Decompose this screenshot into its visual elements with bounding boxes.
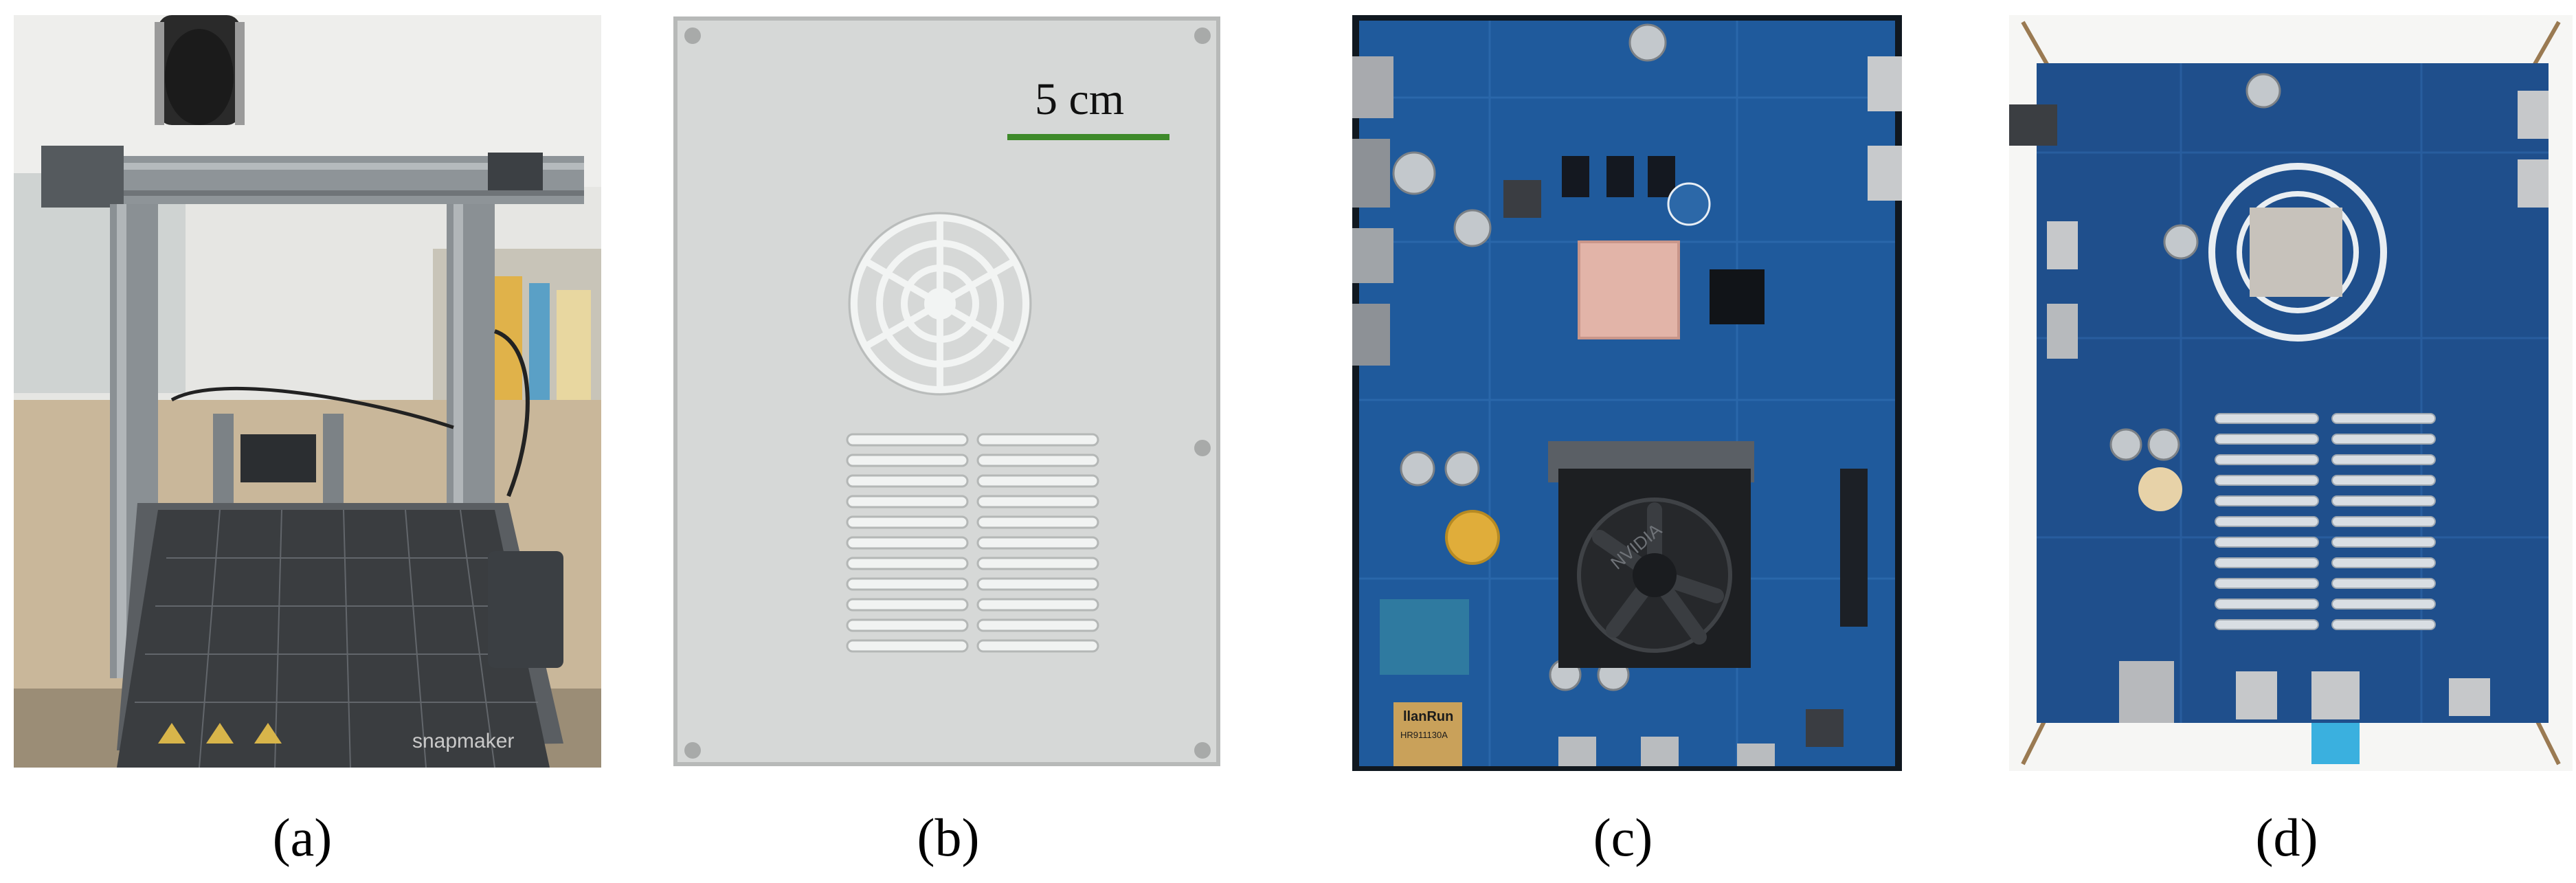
- board-photo: [1352, 15, 1902, 771]
- printer-photo: [14, 15, 601, 768]
- cover-photo: [672, 15, 1222, 768]
- caption-d: (d): [2255, 807, 2318, 867]
- caption-a: (a): [272, 807, 333, 867]
- module-code-label: HR911130A: [1400, 730, 1448, 740]
- caption-b: (b): [917, 807, 980, 867]
- enclosure-photo: [2009, 15, 2573, 771]
- photo-assembled-enclosure: [2009, 15, 2573, 771]
- module-label: llanRun: [1403, 709, 1454, 724]
- photo-3d-printer: snapmaker: [14, 15, 601, 768]
- scale-bar-label: 5 cm: [1035, 74, 1125, 124]
- photo-circuit-board: NVIDIA llanRun HR911130A: [1352, 15, 1902, 771]
- scale-bar: [1007, 134, 1169, 140]
- printer-logo-text: snapmaker: [412, 730, 515, 752]
- caption-c: (c): [1593, 807, 1653, 867]
- photo-acrylic-cover: [672, 15, 1222, 768]
